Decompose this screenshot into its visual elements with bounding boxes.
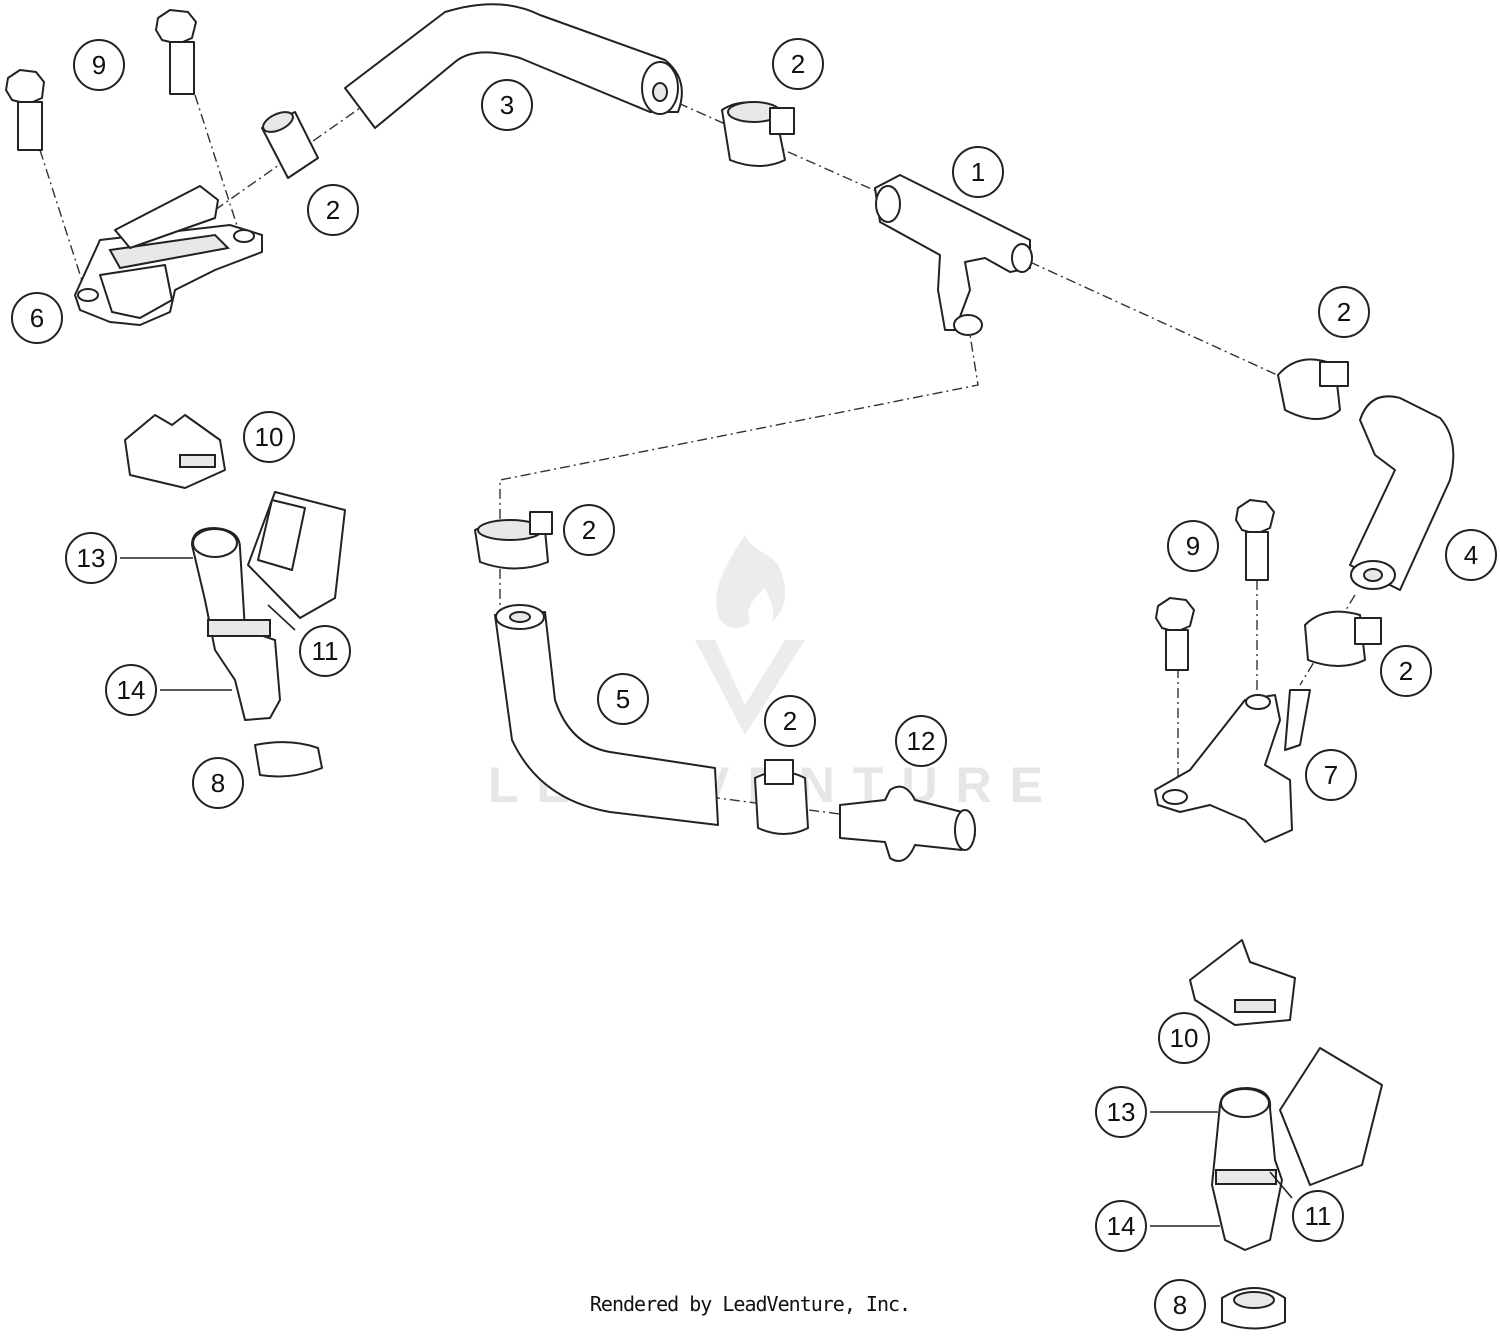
callout-14-b: 14 <box>1095 1200 1147 1252</box>
callout-label: 7 <box>1324 760 1338 790</box>
callout-label: 2 <box>326 195 340 225</box>
callout-label: 12 <box>907 726 936 756</box>
watermark-flame-icon <box>716 535 786 629</box>
part-1-t-fitting <box>874 174 1033 336</box>
callout-label: 10 <box>255 422 284 452</box>
callout-label: 11 <box>1305 1201 1332 1231</box>
part-10-clip-right <box>1189 939 1296 1026</box>
callout-11-a: 11 <box>299 625 351 677</box>
callout-label: 2 <box>1399 656 1413 686</box>
callout-9-b: 9 <box>1167 520 1219 572</box>
callout-2-b: 2 <box>307 184 359 236</box>
footer-credit: Rendered by LeadVenture, Inc. <box>589 1292 911 1316</box>
part-2-clamp-6 <box>754 759 809 835</box>
callout-label: 8 <box>211 768 225 798</box>
part-2-clamp-2 <box>721 101 795 167</box>
callout-7: 7 <box>1305 749 1357 801</box>
callout-2-d: 2 <box>563 504 615 556</box>
callout-leaders <box>120 557 1293 1227</box>
callout-label: 10 <box>1170 1023 1199 1053</box>
part-9-bolts-right <box>1155 499 1275 671</box>
injector-assembly-left <box>191 491 346 778</box>
callout-11-b: 11 <box>1292 1190 1344 1242</box>
watermark-v-icon <box>695 640 805 735</box>
callout-label: 5 <box>616 684 630 714</box>
part-6-throttle-sensor <box>74 185 263 326</box>
part-5-hose <box>494 604 719 826</box>
callout-13-a: 13 <box>65 532 117 584</box>
callout-9-a: 9 <box>73 39 125 91</box>
part-2-clamp-3 <box>1277 358 1349 420</box>
callout-2-a: 2 <box>772 38 824 90</box>
callout-label: 13 <box>77 543 106 573</box>
callout-3: 3 <box>481 79 533 131</box>
callout-label: 14 <box>117 675 146 705</box>
callout-6: 6 <box>11 292 63 344</box>
callout-label: 8 <box>1173 1290 1187 1320</box>
callout-12: 12 <box>895 715 947 767</box>
part-9-bolts-left <box>5 9 197 151</box>
callout-8-b: 8 <box>1154 1279 1206 1331</box>
callout-2-e: 2 <box>1380 645 1432 697</box>
callout-4: 4 <box>1445 529 1497 581</box>
injector-assembly-right <box>1211 1047 1383 1330</box>
callout-10-b: 10 <box>1158 1012 1210 1064</box>
callout-10-a: 10 <box>243 411 295 463</box>
callout-label: 13 <box>1107 1097 1136 1127</box>
part-10-clip-left <box>124 414 226 489</box>
part-7-bracket <box>1154 689 1311 843</box>
callout-label: 9 <box>92 50 106 80</box>
callout-label: 2 <box>582 515 596 545</box>
callout-label: 14 <box>1107 1211 1136 1241</box>
callout-5: 5 <box>597 673 649 725</box>
part-12-fitting <box>839 785 976 862</box>
callout-label: 4 <box>1464 540 1478 570</box>
part-2-clamp-1 <box>261 111 319 179</box>
callout-label: 6 <box>30 303 44 333</box>
callout-8-a: 8 <box>192 757 244 809</box>
callout-label: 2 <box>783 706 797 736</box>
callout-label: 2 <box>791 49 805 79</box>
callout-13-b: 13 <box>1095 1086 1147 1138</box>
part-3-hose <box>344 3 683 129</box>
callout-2-f: 2 <box>764 695 816 747</box>
part-4-hose <box>1349 395 1455 591</box>
callout-label: 11 <box>312 636 339 666</box>
callout-label: 3 <box>500 90 514 120</box>
part-2-clamp-5 <box>474 511 553 570</box>
callout-label: 2 <box>1337 297 1351 327</box>
callout-14-a: 14 <box>105 664 157 716</box>
callout-2-c: 2 <box>1318 286 1370 338</box>
callout-label: 1 <box>971 157 985 187</box>
callout-label: 9 <box>1186 531 1200 561</box>
part-2-clamp-4 <box>1304 610 1382 667</box>
callout-1: 1 <box>952 146 1004 198</box>
assembly-leader-lines <box>39 94 1356 819</box>
